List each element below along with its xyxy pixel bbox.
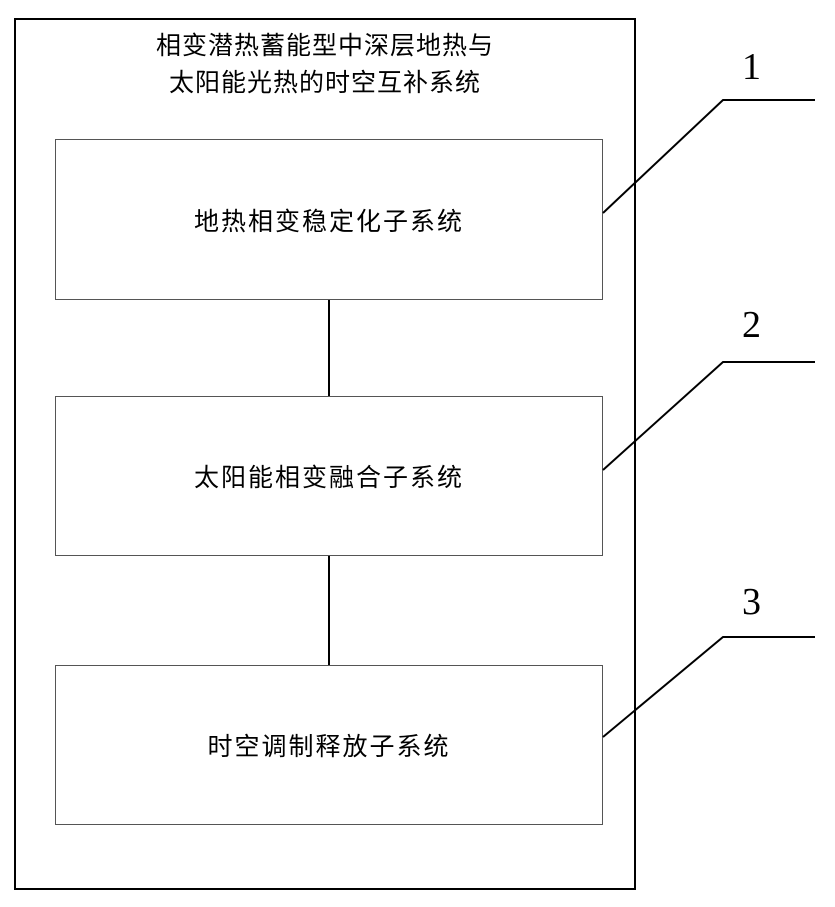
callout-number-1: 1 bbox=[742, 46, 761, 88]
connector-box2-box3 bbox=[328, 556, 330, 665]
subsystem-label-2: 太阳能相变融合子系统 bbox=[193, 464, 464, 492]
callout-number-3: 3 bbox=[742, 581, 761, 623]
subsystem-label-1: 地热相变稳定化子系统 bbox=[193, 207, 464, 236]
subsystem-box-geothermal-phase-change: 地热相变稳定化子系统 bbox=[55, 139, 603, 300]
system-title-line-1: 相变潜热蓄能型中深层地热与 bbox=[155, 32, 494, 60]
system-title: 相变潜热蓄能型中深层地热与 太阳能光热的时空互补系统 bbox=[40, 28, 610, 102]
connector-box1-box2 bbox=[328, 300, 330, 396]
callout-number-2: 2 bbox=[742, 304, 761, 346]
subsystem-label-3: 时空调制释放子系统 bbox=[207, 733, 451, 761]
system-title-line-2: 太阳能光热的时空互补系统 bbox=[168, 69, 481, 97]
subsystem-box-solar-phase-change: 太阳能相变融合子系统 bbox=[55, 396, 603, 556]
subsystem-box-spatiotemporal-release: 时空调制释放子系统 bbox=[55, 665, 603, 825]
